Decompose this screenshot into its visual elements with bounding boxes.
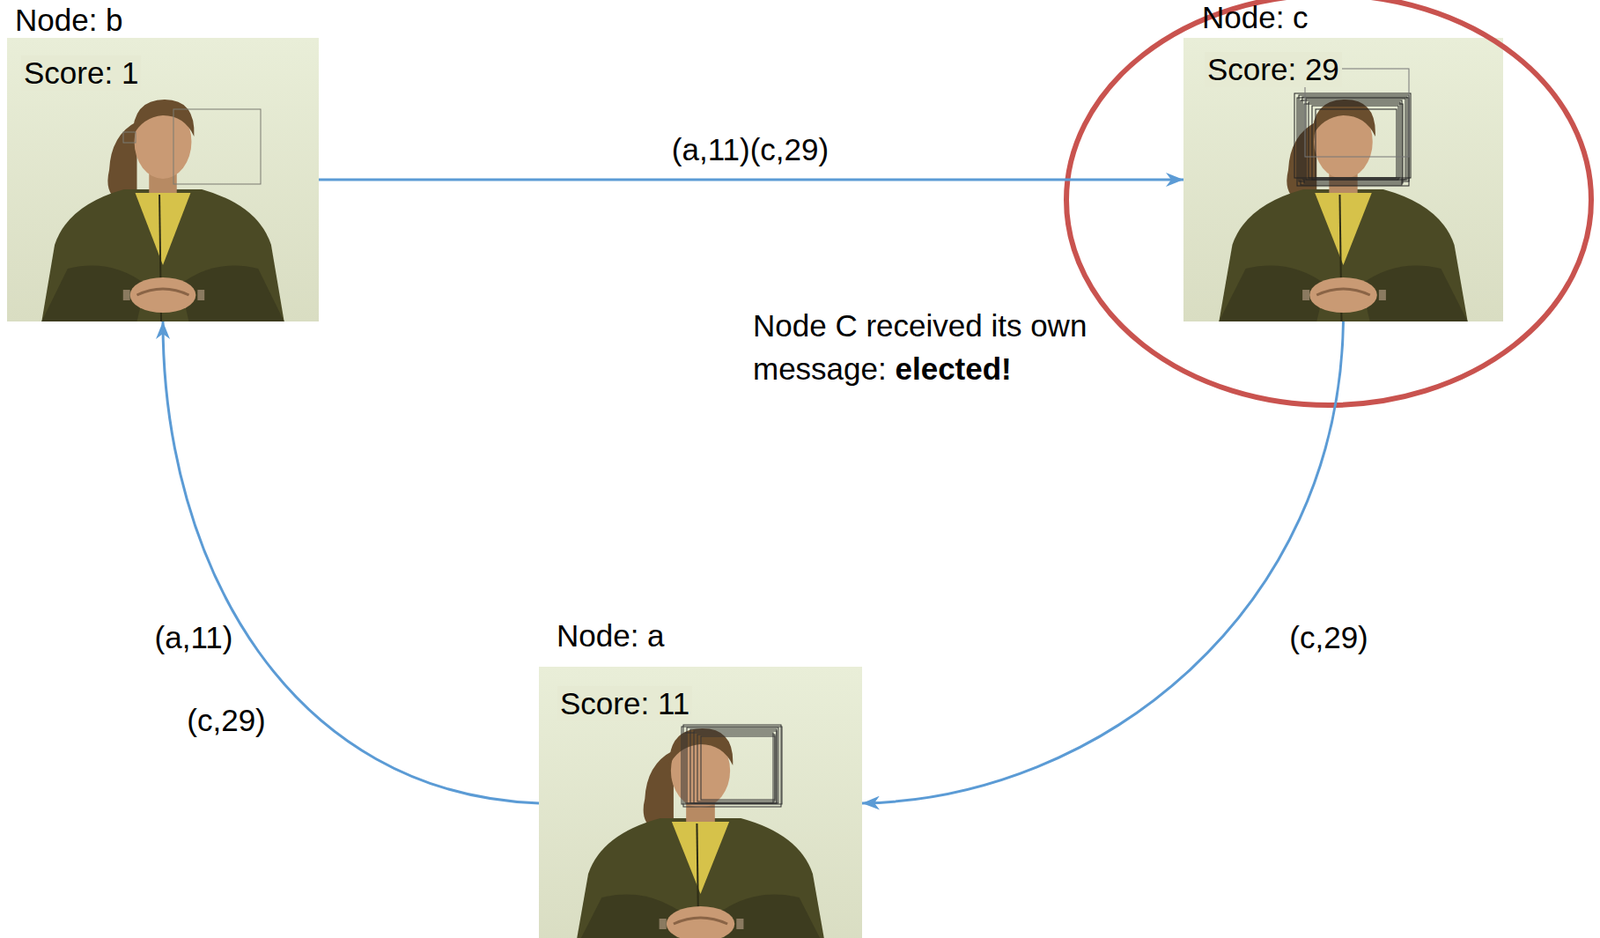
- node-score: Score: 29: [1204, 51, 1342, 88]
- emphasis-text: elected!: [894, 351, 1011, 386]
- camera-photo: [538, 666, 863, 938]
- message-label: (a,11)(c,29): [671, 131, 829, 169]
- camera-node: Node: aScore: 11: [538, 666, 863, 938]
- camera-photo: [7, 37, 319, 322]
- election-highlight: [1066, 0, 1592, 406]
- message-label: (c,29): [1289, 619, 1368, 657]
- node-name: Node: c: [1201, 0, 1309, 36]
- election-note: Node C received its own message: elected…: [752, 303, 1167, 391]
- message-arrow: [862, 321, 1344, 804]
- message-arrow: [318, 178, 1184, 182]
- node-score: Score: 1: [21, 55, 141, 91]
- message-label: (c,29): [186, 701, 266, 739]
- camera-node: Node: cScore: 29: [1183, 37, 1504, 322]
- message-arrow: [162, 321, 539, 804]
- message-label: (a,11): [154, 619, 234, 657]
- camera-photo: [1183, 37, 1504, 322]
- node-name: Node: a: [556, 618, 665, 654]
- node-score: Score: 11: [557, 685, 693, 722]
- camera-node: Node: bScore: 1: [7, 37, 319, 322]
- node-name: Node: b: [14, 2, 124, 38]
